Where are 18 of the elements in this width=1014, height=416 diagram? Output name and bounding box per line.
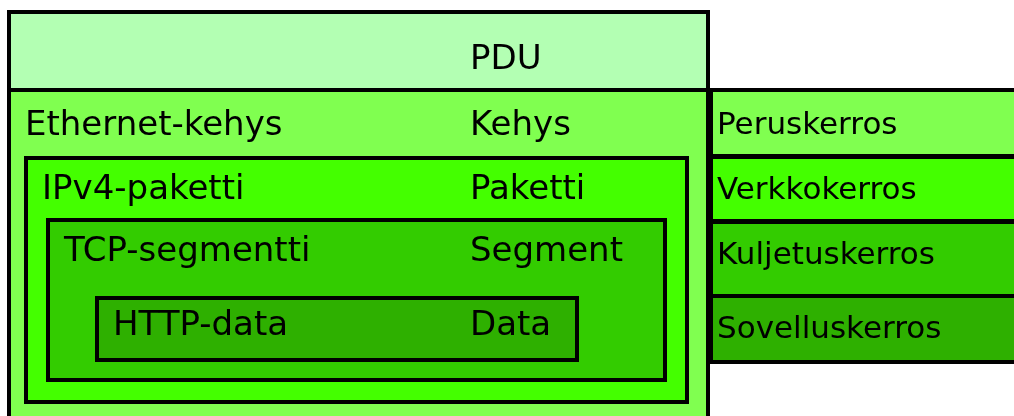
pdu-box	[24, 156, 689, 404]
layer-name: Sovelluskerros	[717, 312, 942, 343]
protocol-unit-name: TCP-segmentti	[64, 232, 311, 266]
column-heading: PDU	[470, 40, 542, 74]
protocol-unit-name: HTTP-data	[113, 306, 289, 340]
layer-name: Verkkokerros	[717, 173, 917, 204]
layer-name: Peruskerros	[717, 108, 898, 139]
pdu-box	[46, 218, 667, 382]
pdu-name: Segment	[470, 232, 623, 266]
protocol-unit-name: Ethernet-kehys	[25, 106, 283, 140]
layer-name: Kuljetuskerros	[717, 238, 935, 269]
pdu-box	[95, 296, 579, 362]
layer-band	[709, 155, 1014, 223]
pdu-name: Kehys	[470, 106, 571, 140]
layer-band	[709, 88, 1014, 158]
protocol-unit-name: IPv4-paketti	[42, 170, 245, 204]
pdu-name: Data	[470, 306, 552, 340]
pdu-name: Paketti	[470, 170, 586, 204]
